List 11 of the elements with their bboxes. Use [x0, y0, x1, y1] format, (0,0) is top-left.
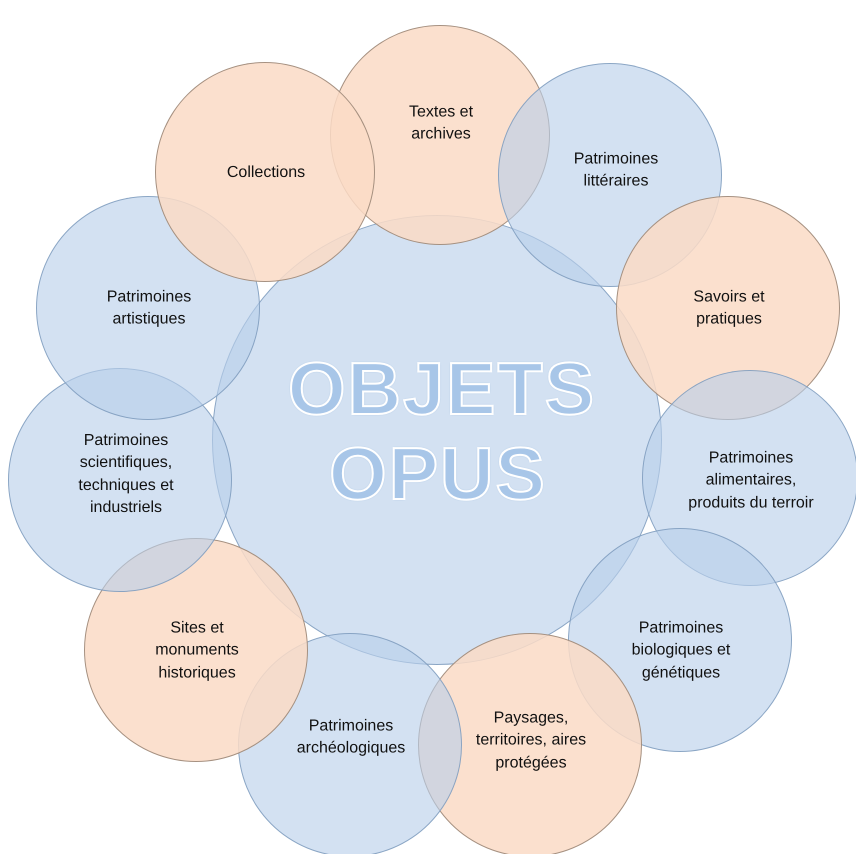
node-label: Patrimoines biologiques et génétiques	[630, 618, 732, 684]
node-label: Textes et archives	[408, 102, 474, 145]
node-label: Patrimoines littéraires	[572, 150, 660, 192]
node-label: Patrimoines archéologiques	[296, 716, 406, 759]
node-label: Savoirs et pratiques	[692, 288, 766, 330]
node-label: Paysages, territoires, aires protégées	[474, 708, 588, 774]
node-label: Patrimoines scientifiques, techniques et industriels	[77, 431, 175, 518]
node-label: Patrimoines alimentaires, produits du terroir	[687, 448, 815, 514]
node-label: Sites et monuments historiques	[154, 618, 240, 684]
node-label: Collections	[226, 162, 306, 183]
node-label: Patrimoines artistiques	[106, 288, 192, 330]
